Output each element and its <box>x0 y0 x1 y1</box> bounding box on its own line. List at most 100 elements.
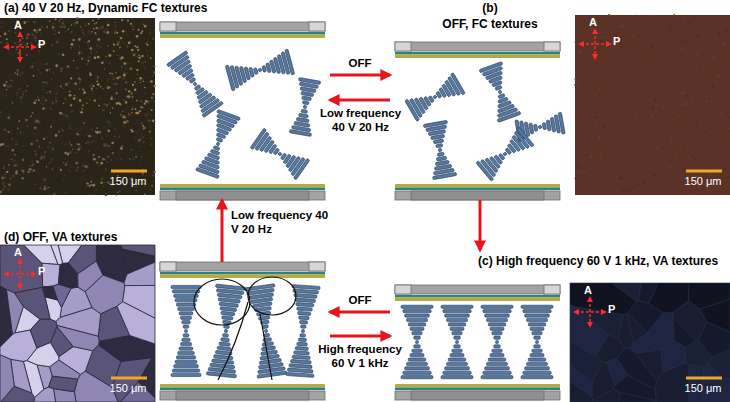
bottom-substrate-part <box>176 191 309 200</box>
focal-conic-domain-part <box>403 310 431 313</box>
micrograph-bright-spots-part <box>131 112 132 113</box>
panel-heading: (d) OFF, VA textures <box>4 230 204 244</box>
micrograph-texture-part <box>76 169 79 172</box>
focal-conic-domain-part <box>179 312 193 315</box>
micrograph-texture-part <box>683 148 686 151</box>
micrograph-texture-part <box>142 142 144 144</box>
micrograph-texture-part <box>139 48 140 49</box>
defect-loops-part <box>248 277 296 315</box>
micrograph-texture-part <box>718 138 719 139</box>
micrograph-texture-part <box>12 74 14 76</box>
micrograph-texture-part <box>700 45 702 47</box>
focal-conic-domain-part <box>410 327 424 330</box>
polarizer-cross-part <box>6 46 34 47</box>
micrograph-texture-part <box>97 18 99 20</box>
micrograph-texture-part <box>39 121 41 123</box>
focal-conic-domain-part <box>525 314 550 317</box>
micrograph-texture-part <box>76 67 79 70</box>
micrograph-texture-part <box>150 143 153 146</box>
micrograph-texture-part <box>13 159 16 162</box>
micrograph-texture-part <box>669 159 672 162</box>
micrograph-texture-part <box>90 181 92 183</box>
micrograph-texture-part <box>673 14 675 16</box>
focal-conic-domain-part <box>262 325 268 329</box>
focal-conic-domain-part <box>441 376 473 379</box>
micrograph-texture-part <box>30 319 57 348</box>
micrograph-bright-spots-part <box>136 100 138 102</box>
micrograph-texture-part <box>118 36 120 38</box>
micrograph-texture-part <box>131 18 132 19</box>
micrograph-texture-part <box>52 168 54 170</box>
focal-conic-domain-part <box>300 320 308 324</box>
bottom-substrate-part <box>160 191 325 200</box>
focal-conic-domain-part <box>297 342 308 346</box>
micrograph-bright-spots-part <box>146 43 147 44</box>
micrograph-texture-part <box>96 173 98 175</box>
micrograph-texture-part <box>656 93 657 94</box>
micrograph-texture-part <box>49 162 50 163</box>
micrograph-bright-spots-part <box>150 80 153 83</box>
focal-conic-domain-part <box>216 137 223 142</box>
top-substrate-part <box>395 42 411 51</box>
micrograph-texture-part <box>54 34 55 35</box>
micrograph-texture-part <box>145 76 147 78</box>
micrograph-texture-part <box>112 76 114 78</box>
micrograph-texture-part <box>103 143 105 145</box>
micrograph-texture-part <box>88 45 90 47</box>
polarizer-cross-part <box>17 57 23 63</box>
micrograph-bright-spots-part <box>113 43 115 45</box>
micrograph-texture-part <box>154 71 156 73</box>
micrograph-texture-part <box>688 133 690 135</box>
micrograph-texture-part <box>87 141 90 144</box>
micrograph-texture-part <box>715 134 717 136</box>
micrograph-texture-part <box>103 31 105 33</box>
micrograph-texture-part <box>650 190 652 192</box>
micrograph-texture-part <box>709 135 711 137</box>
micrograph-texture-part <box>630 22 632 24</box>
micrograph-texture-part <box>721 57 722 58</box>
micrograph-texture-part <box>152 174 155 177</box>
micrograph-texture-part <box>60 85 62 87</box>
micrograph-texture-part <box>672 104 674 106</box>
micrograph-texture-part <box>70 166 72 168</box>
micrograph-bright-spots-part <box>108 54 111 57</box>
micrograph-texture-part <box>108 121 111 124</box>
micrograph-texture-part <box>61 135 62 136</box>
micrograph-texture-part <box>49 23 51 25</box>
focal-conic-domain-part <box>223 333 229 337</box>
micrograph-bright-spots-part <box>86 103 87 104</box>
micrograph-texture-part <box>614 136 616 138</box>
micrograph-texture-part <box>574 78 576 80</box>
focal-conic-domain-part <box>456 340 459 343</box>
micrograph-texture-part <box>144 114 147 117</box>
micrograph-texture-part <box>41 26 43 28</box>
micrograph-texture-part <box>635 15 638 18</box>
scale-label: 150 μm <box>678 175 728 187</box>
micrograph-texture-part <box>121 145 123 147</box>
bottom-substrate <box>160 384 325 400</box>
micrograph-texture-part <box>111 73 113 75</box>
focal-conic-domain-part <box>452 349 462 352</box>
focal-conic-domain-part <box>436 156 446 161</box>
micrograph-texture-part <box>35 127 38 130</box>
micrograph-texture-part <box>47 146 49 148</box>
micrograph-texture-part <box>4 32 7 35</box>
micrograph-texture-part <box>83 34 85 36</box>
micrograph-texture-part <box>632 63 633 64</box>
micrograph-texture-part <box>5 81 7 83</box>
micrograph-bright-spots-part <box>116 32 118 34</box>
micrograph-texture-part <box>693 146 695 148</box>
micrograph-texture-part <box>126 62 128 64</box>
micrograph-texture-part <box>657 141 660 144</box>
micrograph-texture-part <box>624 154 626 156</box>
micrograph-texture-part <box>120 158 122 160</box>
focal-conic-domain-part <box>296 302 314 306</box>
micrograph-texture-part <box>577 88 580 91</box>
micrograph-texture-part <box>100 46 102 48</box>
micrograph-texture-part <box>41 35 43 37</box>
micrograph-texture-part <box>46 136 48 138</box>
micrograph-texture-part <box>42 97 44 99</box>
focal-conic-domain-part <box>408 323 426 326</box>
micrograph-texture-part <box>634 31 636 33</box>
micrograph-texture-part <box>36 110 37 111</box>
